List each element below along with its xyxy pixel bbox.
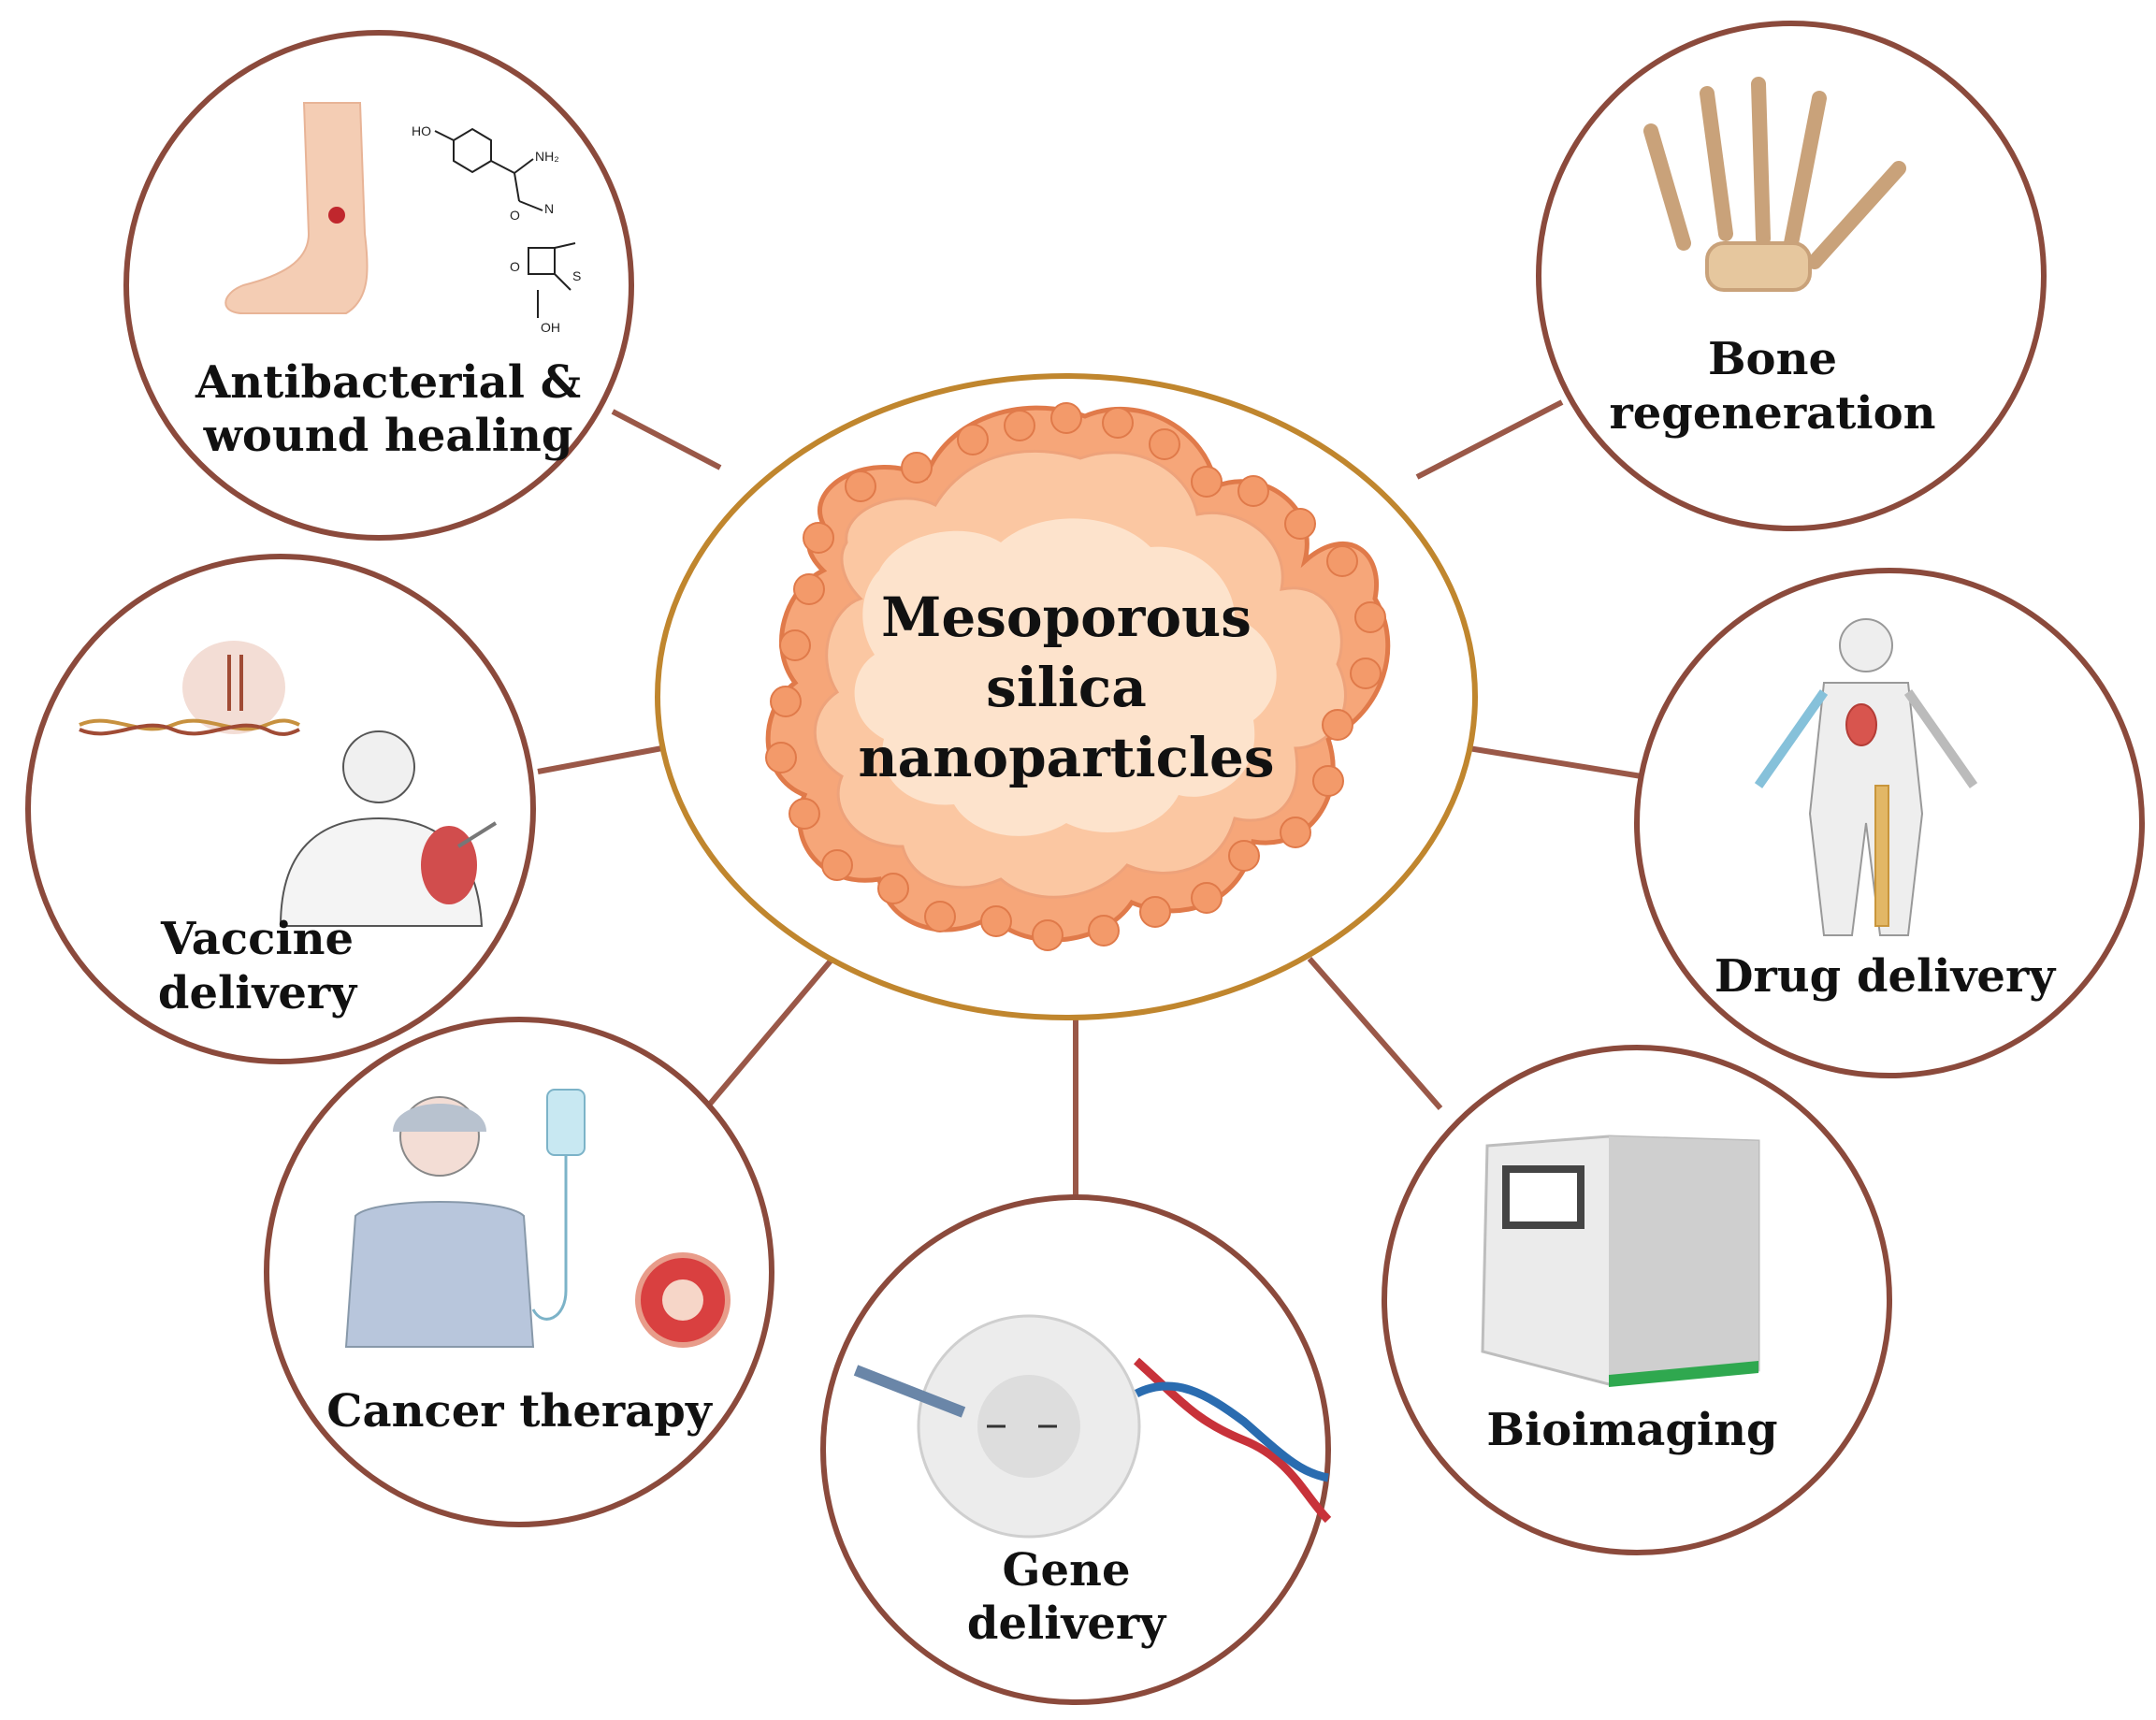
node-drug: Drug delivery (1634, 568, 2145, 1078)
connector-lines (537, 399, 1642, 1202)
pore (1326, 545, 1358, 577)
pore (1191, 466, 1223, 498)
pore (1284, 508, 1316, 540)
wrist-bones (1705, 241, 1812, 292)
label-line-2: regeneration (1609, 387, 1935, 440)
hand-skeleton-icon (1643, 77, 1906, 292)
pore (1322, 709, 1353, 741)
pore (924, 901, 956, 932)
pore (1139, 896, 1171, 928)
human-body-icon (1754, 618, 1978, 936)
molecule-label: O (510, 259, 520, 274)
pore (1228, 840, 1260, 872)
pore (1050, 402, 1082, 434)
particle-pores (765, 402, 1386, 951)
label-line-1: Antibacterial & (195, 356, 581, 409)
leg-shape (224, 102, 369, 314)
pore (1237, 475, 1269, 507)
dna-helix-icon (1133, 1357, 1332, 1524)
vaccinated-patient-icon (279, 730, 498, 927)
connector-antibacterial (611, 409, 722, 470)
pore (1280, 817, 1311, 848)
pore (1354, 601, 1386, 633)
pore (1004, 410, 1035, 441)
silica-nanoparticle-illustration (765, 402, 1391, 951)
pore (877, 873, 909, 904)
pore (779, 629, 811, 661)
pore (980, 905, 1012, 937)
pore (770, 686, 802, 717)
center-title-line-3: nanoparticles (858, 726, 1274, 789)
label-line-1: Bioimaging (1486, 1404, 1777, 1456)
label-line-1: Gene (1003, 1544, 1131, 1597)
pore (789, 798, 820, 830)
wounded-leg-icon (224, 102, 369, 314)
pore (845, 470, 876, 502)
pore (1032, 919, 1064, 951)
connector-drug (1468, 745, 1642, 779)
node-gene: Gene delivery (820, 1194, 1332, 1705)
molecule-label: HO (412, 123, 431, 138)
node-cancer: Cancer therapy (264, 1017, 774, 1527)
node-antibacterial: HO NH₂ O N O S OH Antibacterial & wound … (123, 30, 634, 541)
patient-with-iv-icon (344, 1089, 731, 1348)
molecule-label: NH₂ (535, 149, 559, 164)
pore (1088, 915, 1120, 947)
molecule-label: S (572, 268, 581, 283)
center-node: Mesoporous silica nanoparticles (655, 373, 1478, 1020)
node-vaccine: Vaccine delivery (25, 554, 536, 1064)
imaging-scanner-icon (1481, 1135, 1760, 1387)
pore (765, 742, 797, 773)
antibiotic-structure-icon (434, 127, 576, 318)
connector-bioimaging (1307, 957, 1443, 1110)
label-line-2: delivery (967, 1597, 1167, 1650)
label-line-1: Vaccine (160, 913, 354, 965)
molecule-labels: HO NH₂ O N O S OH (412, 123, 581, 335)
pore (793, 573, 825, 605)
connector-cancer (703, 957, 835, 1110)
pore (1191, 882, 1223, 914)
pore (1149, 428, 1180, 460)
pore (1350, 658, 1382, 689)
center-title-line-1: Mesoporous (881, 585, 1252, 649)
label-line-1: Drug delivery (1715, 950, 2057, 1003)
connector-vaccine (537, 745, 663, 774)
particle-core (854, 518, 1277, 836)
molecule-label: O (510, 208, 520, 223)
wound-mark (328, 207, 345, 224)
node-bioimaging: Bioimaging (1382, 1045, 1892, 1555)
pore (901, 452, 933, 484)
pore (1312, 765, 1344, 797)
pore (803, 522, 834, 554)
connector-bone (1415, 399, 1564, 480)
cell-injection-icon (853, 1314, 1141, 1539)
label-line-2: delivery (158, 967, 358, 1019)
label-line-1: Cancer therapy (326, 1385, 714, 1438)
pore (1102, 407, 1134, 439)
molecule-label: N (544, 201, 554, 216)
dna-icon (79, 641, 300, 736)
pore (821, 849, 853, 881)
node-bone: Bone regeneration (1536, 21, 2047, 531)
pore (957, 424, 989, 455)
label-line-2: wound healing (203, 410, 573, 462)
label-line-1: Bone (1708, 333, 1837, 385)
node-ring (25, 554, 536, 1064)
center-title-line-2: silica (986, 656, 1147, 719)
molecule-label: OH (541, 320, 560, 335)
node-ring (123, 30, 634, 541)
